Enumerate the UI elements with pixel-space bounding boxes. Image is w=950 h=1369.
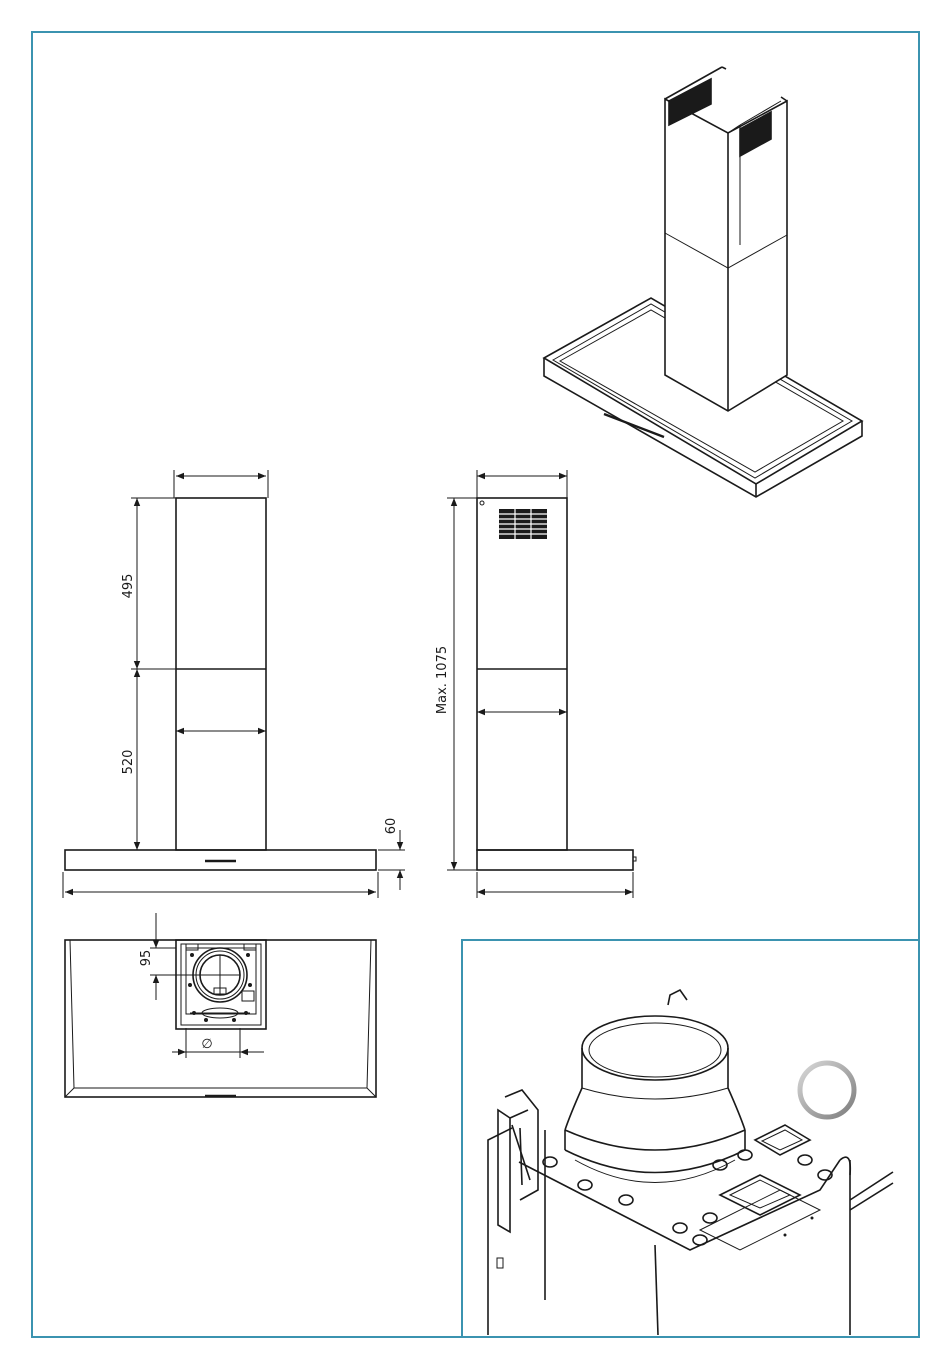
- top-dimension-lines: [156, 913, 264, 1052]
- side-view: Max. 1075: [435, 470, 636, 898]
- front-dimension-lines: [65, 476, 400, 892]
- side-vent-grille: [499, 509, 547, 539]
- front-view: 495 520 60: [63, 470, 405, 898]
- isometric-hood-view: [544, 67, 862, 497]
- dim-outlet-offset: 95: [139, 950, 154, 967]
- dim-max-height: Max. 1075: [435, 646, 450, 714]
- dim-canopy-thickness: 60: [384, 818, 399, 835]
- outlet-collar-detail: [488, 990, 893, 1335]
- reference-marker-circle: [800, 1063, 854, 1117]
- top-view: 95 ∅: [65, 913, 376, 1097]
- dim-outlet-diameter: ∅: [201, 1037, 212, 1052]
- dim-upper-chimney: 495: [121, 574, 136, 599]
- dim-lower-chimney: 520: [121, 750, 136, 775]
